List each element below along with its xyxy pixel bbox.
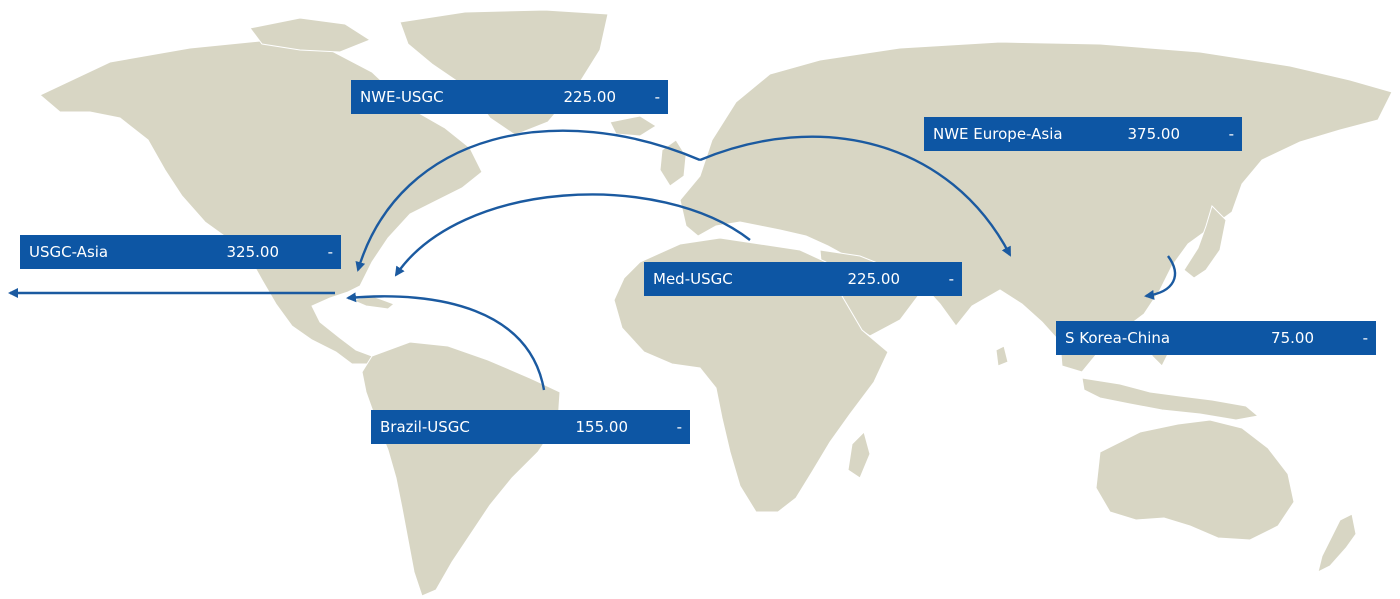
- route-label-med-usgc: Med-USGC 225.00 -: [644, 262, 962, 296]
- med-usgc-arrow: [394, 193, 751, 277]
- route-value: 325.00: [226, 243, 280, 261]
- route-label-nwe-europe-asia: NWE Europe-Asia 375.00 -: [924, 117, 1242, 151]
- landmasses: [39, 9, 1393, 597]
- route-change: -: [1228, 125, 1234, 143]
- route-value: 225.00: [847, 270, 901, 288]
- route-name: NWE Europe-Asia: [933, 125, 1063, 143]
- route-label-nwe-usgc: NWE-USGC 225.00 -: [351, 80, 668, 114]
- africa: [613, 237, 889, 513]
- s-korea-china-arrow: [1144, 255, 1177, 300]
- route-change: -: [654, 88, 660, 106]
- route-change: -: [327, 243, 333, 261]
- route-name: Med-USGC: [653, 270, 733, 288]
- route-label-usgc-asia: USGC-Asia 325.00 -: [20, 235, 341, 269]
- sri-lanka: [995, 345, 1009, 367]
- route-name: NWE-USGC: [360, 88, 444, 106]
- route-arrows: [8, 129, 1177, 391]
- route-label-brazil-usgc: Brazil-USGC 155.00 -: [371, 410, 690, 444]
- north-america: [39, 39, 483, 365]
- madagascar: [847, 431, 871, 479]
- iceland: [609, 115, 657, 137]
- route-value: 75.00: [1271, 329, 1314, 347]
- australia: [1095, 419, 1295, 541]
- indonesia: [1081, 377, 1260, 421]
- route-name: Brazil-USGC: [380, 418, 470, 436]
- route-change: -: [1362, 329, 1368, 347]
- brazil-usgc-arrow: [346, 292, 546, 391]
- japan: [1183, 205, 1227, 279]
- route-value: 225.00: [563, 88, 617, 106]
- greenland: [399, 9, 609, 136]
- nwe-usgc-arrow: [355, 129, 701, 272]
- route-label-s-korea-china: S Korea-China 75.00 -: [1056, 321, 1376, 355]
- route-change: -: [948, 270, 954, 288]
- route-value: 375.00: [1127, 125, 1181, 143]
- nwe-europe-asia-arrow: [699, 135, 1012, 257]
- south-america: [361, 341, 561, 597]
- arctic-islands: [249, 17, 372, 53]
- route-name: S Korea-China: [1065, 329, 1171, 347]
- route-value: 155.00: [575, 418, 629, 436]
- new-zealand: [1317, 513, 1357, 573]
- route-change: -: [676, 418, 682, 436]
- route-name: USGC-Asia: [29, 243, 109, 261]
